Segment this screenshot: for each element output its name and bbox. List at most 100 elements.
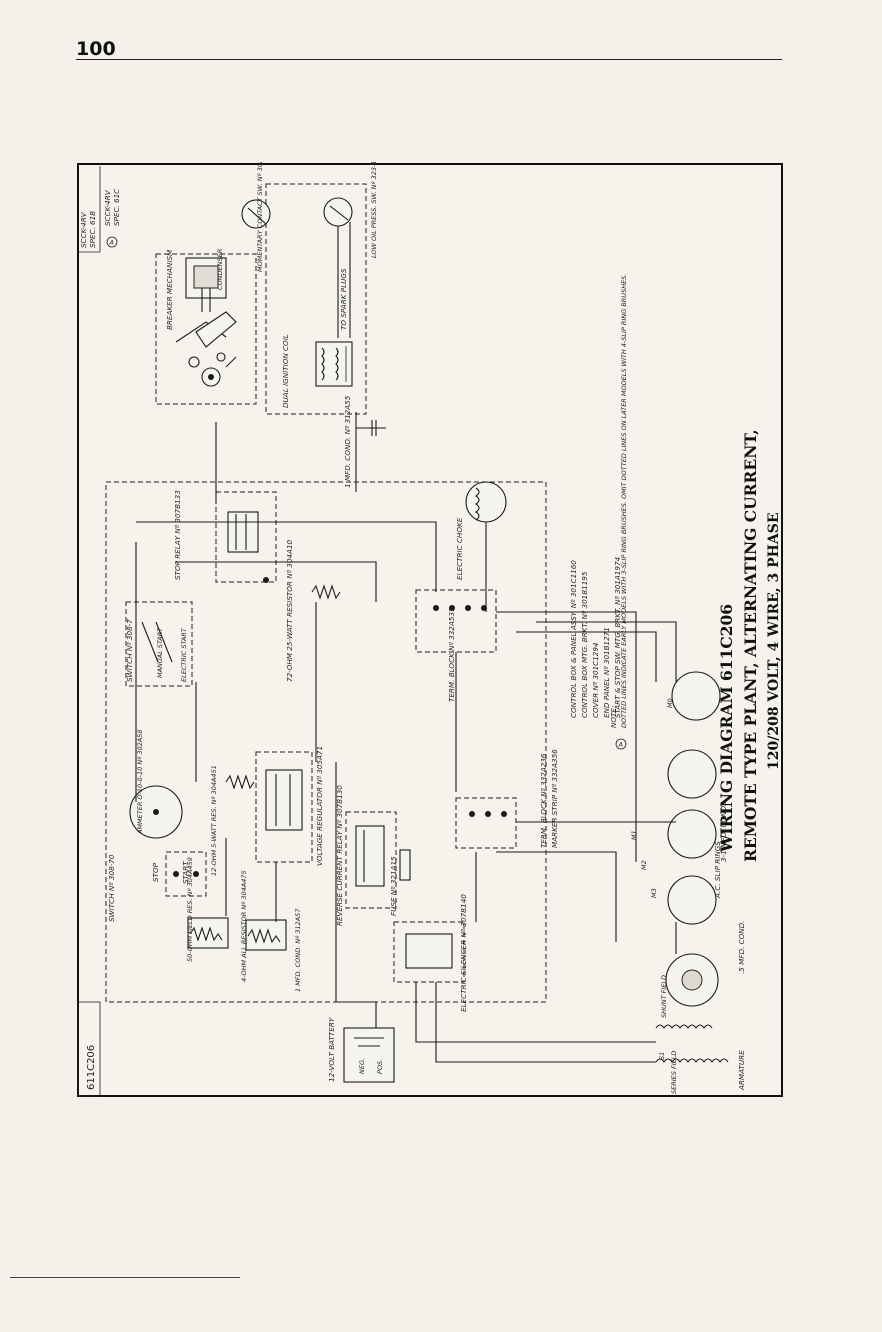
watt-resistor-icon <box>225 774 255 790</box>
condenser-label: CONDENSER <box>216 249 224 290</box>
manual-start-label: MANUAL START <box>156 627 164 678</box>
spec-line-3: SCCK-4RV <box>103 189 112 226</box>
condenser-icon <box>193 265 219 312</box>
diagram-id-box: 611C206 <box>77 1001 101 1097</box>
m0-label: M0 <box>666 698 674 708</box>
footer-rule <box>10 1277 240 1278</box>
spec-marker: A <box>109 239 114 247</box>
spec-line-4: SPEC. 61C <box>112 189 121 226</box>
m3-label: M3 <box>650 888 658 898</box>
mfd-cond-5-label: .5 MFD. COND. <box>737 921 746 974</box>
control-box-label-1: CONTROL BOX & PANEL ASSY. Nº 301C1160 <box>569 560 578 718</box>
generator-slip-ring-1 <box>671 671 721 721</box>
ohm-watt-res-label: 12-OHM 5-WATT RES. Nº 304A451 <box>210 765 218 876</box>
ignition-coil-icon <box>315 341 353 387</box>
breaker-label: BREAKER MECHANISM <box>165 249 174 330</box>
shunt-field-label: SHUNT FIELD <box>660 975 668 1018</box>
armature-label: ARMATURE <box>737 1050 746 1091</box>
start-stop-switch-icon <box>165 851 207 897</box>
momentary-switch-icon <box>241 199 271 229</box>
shunt-field-icon <box>655 1024 713 1029</box>
electric-choke-label: ELECTRIC CHOKE <box>455 517 464 580</box>
breaker-box <box>155 253 257 405</box>
low-oil-switch-icon <box>323 197 353 227</box>
note-text: DOTTED LINES INDICATE EARLY MODELS WITH … <box>620 274 628 728</box>
wiring-diagram: SCCK-4RV SPEC. 61B SCCK-4RV SPEC. 61C A … <box>77 162 783 1097</box>
control-box-label-3: COVER Nº 301C1294 <box>591 642 600 718</box>
series-field-label: SERIES FIELD <box>670 1051 678 1094</box>
battery-neg-label: NEG. <box>358 1058 366 1074</box>
note-marker: A <box>618 741 623 749</box>
electric-start-label: ELECTRIC START <box>180 627 188 682</box>
start-resistor-icon <box>245 919 287 951</box>
fuse-icon <box>399 849 411 881</box>
diagram-id: 611C206 <box>86 1045 97 1090</box>
resistor-icon <box>311 584 341 600</box>
armature-icon <box>665 953 719 1007</box>
voltage-regulator-box <box>255 751 313 863</box>
note-title: NOTE: <box>609 706 618 728</box>
spec-line-2: SPEC. 61B <box>88 211 97 248</box>
term-block-2-icon <box>469 811 507 817</box>
start-resistor-label: 4-OHM ALL RESISTOR Nº 304A475 <box>240 870 248 982</box>
spec-box: SCCK-4RV SPEC. 61B SCCK-4RV SPEC. 61C A <box>78 166 121 253</box>
ammeter-label: AMMETER O-10-0-10 Nº 302A58 <box>136 730 144 835</box>
start-cond-label: 1 MFD. COND. Nº 312A57 <box>294 908 302 992</box>
capacitor-icon <box>356 420 386 436</box>
generator-slip-ring-2 <box>667 749 717 799</box>
generator-slip-ring-3 <box>667 809 717 859</box>
stop-relay-box <box>215 491 277 583</box>
reverse-relay-box <box>345 811 397 909</box>
field-resistor-icon <box>187 917 229 949</box>
start-label: START <box>181 861 190 884</box>
diagram-title-line3: 120/208 VOLT, 4 WIRE, 3 PHASE <box>766 512 782 770</box>
stop-relay-label: STOP RELAY Nº 307B133 <box>173 490 182 580</box>
battery-pos-label: POS. <box>376 1059 384 1074</box>
header-rule <box>76 59 782 60</box>
manual-start-switch-icon <box>125 601 193 687</box>
silencer-icon <box>405 933 453 969</box>
battery-icon <box>343 1027 395 1083</box>
stop-relay-icon <box>227 511 269 583</box>
s1-label: S1 <box>658 1052 666 1060</box>
breaker-mechanism-icon <box>175 311 237 387</box>
control-box-label-5: START & STOP SW. MTG. BRKT. Nº 301A1974 <box>613 556 622 718</box>
term-block-1-label: TERM. BLOCK Nº 332A537 <box>447 607 456 702</box>
diagram-title-line2: REMOTE TYPE PLANT, ALTERNATING CURRENT, <box>741 429 760 862</box>
wiring-bus <box>135 412 677 1063</box>
reverse-relay-label: REVERSE CURRENT RELAY Nº 307B130 <box>335 785 344 926</box>
reverse-relay-icon <box>355 825 385 887</box>
term-block-1 <box>415 589 497 653</box>
marker-strip-label: MARKER STRIP Nº 332A356 <box>550 749 559 848</box>
field-resistor-label: 50-OHM FIELD RES. Nº 304A459 <box>186 857 194 962</box>
control-box-label-4: END PANEL Nº 301B1271 <box>602 627 611 718</box>
stop-label: STOP <box>151 862 160 882</box>
term-block-2 <box>455 797 517 849</box>
generator-slip-ring-4 <box>667 875 717 925</box>
control-box-label-2: CONTROL BOX MTG. BRKT. Nº 301B1195 <box>580 571 589 718</box>
diagram-title-line1: WIRING DIAGRAM 611C206 <box>717 604 736 853</box>
page-number: 100 <box>76 38 116 60</box>
switch-label: SWITCH Nº 308-70 <box>107 854 116 922</box>
mfd-conds-3-label: 3-1 MFD. CONDS <box>719 801 728 862</box>
term-block-2-label: TERM. BLOCK Nº 332A236 <box>539 753 548 848</box>
spec-line-1: SCCK-4RV <box>79 211 88 248</box>
momentary-switch-label: MOMENTARY CONTACT SW. Nº 308-37 (WHEN US… <box>256 162 264 272</box>
ohm-res-25w-label: 72-OHM 25-WATT RESISTOR Nº 304A10 <box>285 540 294 682</box>
spark-plugs-label: TO SPARK PLUGS <box>339 268 348 330</box>
ammeter-icon <box>129 785 183 839</box>
ignition-coil-label: DUAL IGNITION COIL <box>281 334 290 408</box>
battery-label: 12-VOLT BATTERY <box>327 1017 336 1082</box>
silencer-label: ELECTRIC SILENCER Nº 307B140 <box>459 894 468 1012</box>
voltage-regulator-label: VOLTAGE REGULATOR Nº 305A71 <box>315 746 324 866</box>
m1-label: M1 <box>630 830 638 840</box>
ignition-box <box>265 183 367 415</box>
low-oil-switch-label: LOW OIL PRESS. SW. Nº 323-15 (WHEN USED) <box>370 162 378 258</box>
series-field-icon <box>655 1058 729 1063</box>
term-block-1-icon <box>433 605 487 611</box>
voltage-regulator-icon <box>265 769 303 831</box>
control-box-outline <box>105 481 547 1003</box>
cond-1mfd-label: 1 MFD. COND. Nº 312A55 <box>343 395 352 488</box>
switch2-label: SWITCH Nº 308-7 <box>125 619 134 682</box>
slip-rings-label: A.C. SLIP RINGS <box>713 841 722 899</box>
